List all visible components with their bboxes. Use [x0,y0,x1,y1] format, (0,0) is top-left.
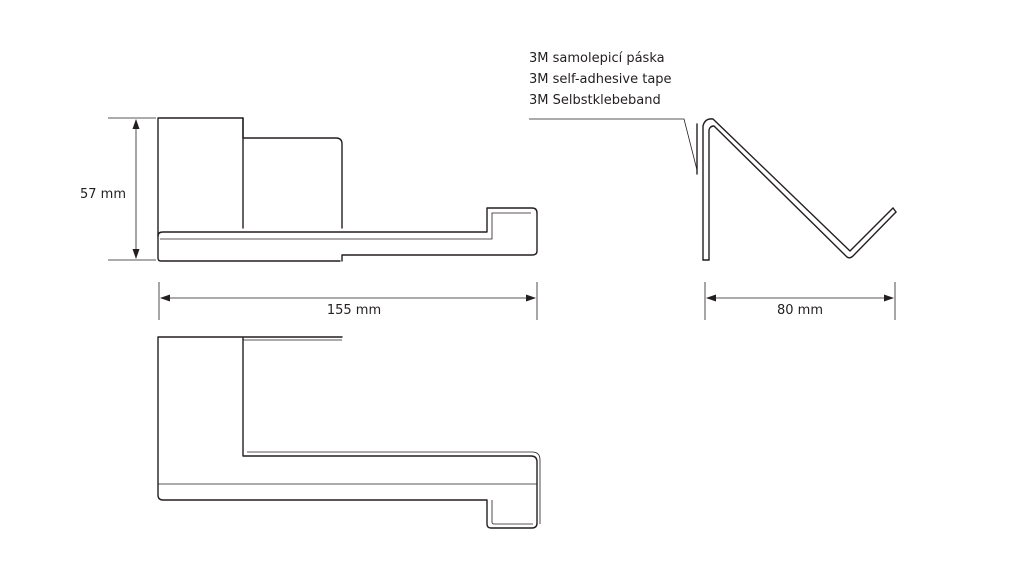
width-dimension: 155 mm [158,282,538,320]
width-arrow-right [526,294,536,302]
tape-callout: 3M samolepicí páska 3M self-adhesive tap… [529,51,698,171]
top-view-outline [157,336,538,529]
front-view-arm [157,207,538,262]
top-view-inner-edge [243,339,541,524]
top-view [157,336,541,529]
height-arrow-top [132,119,140,129]
height-arrow-bottom [132,249,140,259]
side-view-profile-outer [702,118,894,261]
depth-dimension: 80 mm [704,282,896,320]
side-view-profile-inner [708,125,897,261]
front-view-arm-inner [160,212,531,240]
side-view [696,118,897,261]
depth-arrow-right [884,294,894,302]
tape-note-line-de: 3M Selbstklebeband [529,93,661,108]
height-dimension: 57 mm [80,117,156,261]
front-view-front-panel [242,117,343,229]
top-view-lip-inner [491,500,533,525]
tape-note-line-en: 3M self-adhesive tape [529,72,672,87]
depth-label: 80 mm [777,303,823,318]
tape-note-line-cs: 3M samolepicí páska [529,51,665,66]
depth-arrow-left [706,294,716,302]
width-label: 155 mm [327,303,381,318]
height-label: 57 mm [80,187,126,202]
width-arrow-left [160,294,170,302]
front-view-back-plate [157,117,341,262]
front-view [157,117,538,262]
tape-leader-line [529,118,698,171]
side-view-profile-end-cap [892,207,897,213]
